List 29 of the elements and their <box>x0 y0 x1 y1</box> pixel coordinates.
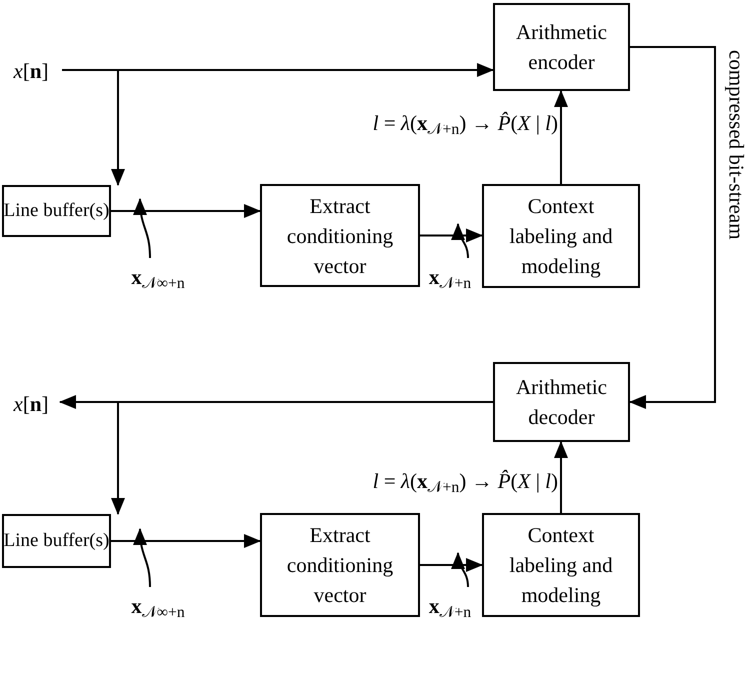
process-box: Line buffer(s) <box>2 185 111 237</box>
node-label: x$_{𝒩+n}$ <box>424 262 476 292</box>
edge-label: compressed bit-stream <box>723 50 749 242</box>
arrow <box>554 90 568 184</box>
node-label: x[n] <box>6 390 56 418</box>
process-box: Arithmetic encoder <box>493 3 630 91</box>
arrow <box>629 46 716 409</box>
edge-label: l = λ(x$_{𝒩+n}$) → P̂(X | l) <box>372 110 558 136</box>
arrow <box>111 534 261 548</box>
process-box: Extract conditioning vector <box>260 184 420 287</box>
arrow <box>420 228 483 242</box>
arrow <box>62 69 125 186</box>
node-label: x$_{𝒩∞+n}$ <box>126 591 190 621</box>
process-box: Context labeling and modeling <box>482 184 640 288</box>
node-label: x[n] <box>6 57 56 85</box>
node-label: x$_{𝒩∞+n}$ <box>126 262 190 292</box>
node-label: x$_{𝒩+n}$ <box>424 591 476 621</box>
arrow <box>133 528 151 588</box>
arrow <box>133 198 151 258</box>
arrow <box>452 552 469 588</box>
arrow <box>420 558 483 572</box>
process-box: Line buffer(s) <box>2 514 111 568</box>
arrow <box>111 204 261 218</box>
process-box: Arithmetic decoder <box>493 362 630 442</box>
arrow <box>452 223 469 258</box>
edge-label: l = λ(x$_{𝒩+n}$) → P̂(X | l) <box>372 468 558 494</box>
process-box: Extract conditioning vector <box>260 513 420 617</box>
process-box: Context labeling and modeling <box>482 513 640 617</box>
arrow <box>554 441 568 513</box>
